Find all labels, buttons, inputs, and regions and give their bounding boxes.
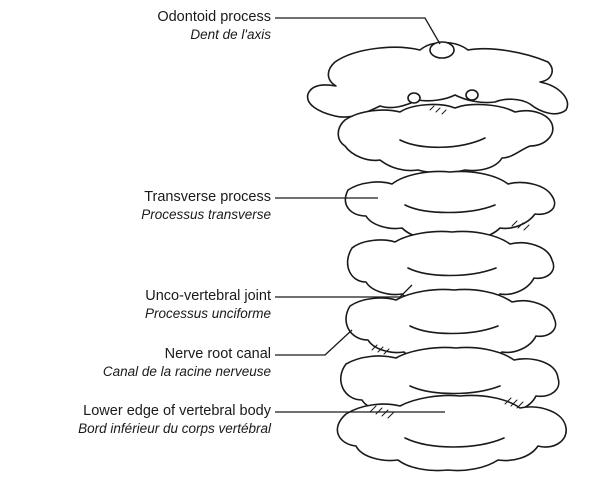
label-en: Transverse process: [141, 189, 271, 206]
label-fr: Processus unciforme: [145, 305, 271, 322]
leader-nerve: [275, 330, 352, 355]
label-fr: Dent de l'axis: [157, 26, 271, 43]
label-en: Lower edge of vertebral body: [78, 403, 271, 420]
label-lower-edge-vertebral-body: Lower edge of vertebral body Bord inféri…: [78, 403, 271, 437]
label-en: Nerve root canal: [103, 346, 271, 363]
label-transverse-process: Transverse process Processus transverse: [141, 189, 271, 223]
c3-vertebra: [345, 172, 554, 241]
label-odontoid-process: Odontoid process Dent de l'axis: [157, 9, 271, 43]
label-fr: Processus transverse: [141, 206, 271, 223]
odontoid-dens: [430, 42, 454, 58]
label-nerve-root-canal: Nerve root canal Canal de la racine nerv…: [103, 346, 271, 380]
label-en: Odontoid process: [157, 9, 271, 26]
axis-vertebra: [338, 105, 553, 173]
c7-vertebra: [337, 395, 566, 470]
leader-odontoid: [275, 18, 440, 44]
label-fr: Bord inférieur du corps vertébral: [78, 420, 271, 437]
label-fr: Canal de la racine nerveuse: [103, 363, 271, 380]
label-unco-vertebral-joint: Unco-vertebral joint Processus unciforme: [145, 288, 271, 322]
label-en: Unco-vertebral joint: [145, 288, 271, 305]
